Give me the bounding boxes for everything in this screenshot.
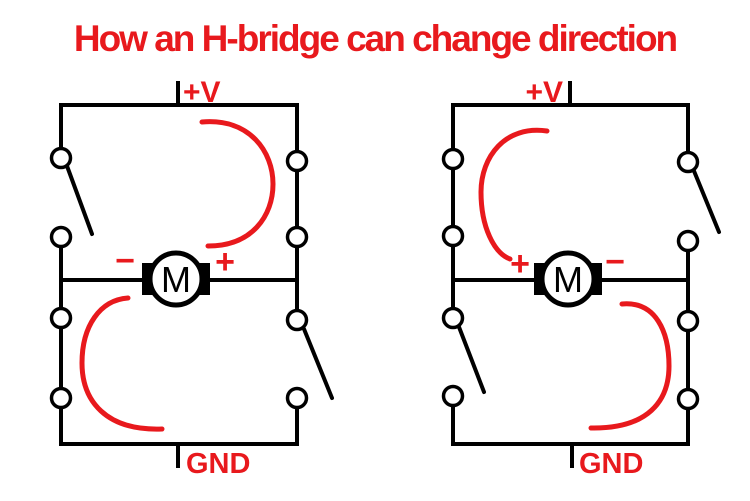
switch-contact [676, 229, 700, 253]
switch-contact [441, 224, 465, 248]
switch-contact [285, 149, 309, 173]
switch-blade-open [692, 169, 721, 234]
switch-contact [441, 384, 465, 408]
switch-contact [49, 386, 73, 410]
motor-label: M [161, 259, 191, 300]
switch-contact [285, 386, 309, 410]
switch-contact [441, 306, 465, 330]
supply-label: +V [525, 76, 563, 109]
motor: M [142, 250, 210, 308]
motor-negative-label: − [115, 242, 135, 280]
switch-contact [49, 225, 73, 249]
current-direction-arc [79, 295, 165, 432]
left-circuit: M +V GND − + [49, 76, 334, 480]
current-direction-arc [199, 119, 276, 249]
motor-body [147, 250, 205, 308]
switch-contact [676, 387, 700, 411]
current-direction-arc [588, 301, 672, 431]
switch-blade-open [302, 327, 334, 400]
motor-negative-label: − [605, 243, 625, 281]
motor: M [534, 250, 602, 308]
switch-contact [441, 147, 465, 171]
motor-body [539, 250, 597, 308]
switch-blade-open [65, 164, 94, 236]
motor-label: M [553, 259, 583, 300]
page-title: How an H-bridge can change direction [73, 18, 678, 59]
switch-contact [49, 306, 73, 330]
right-circuit: M +V GND + − [441, 76, 721, 480]
switch-contact [49, 146, 73, 170]
switch-contact [285, 225, 309, 249]
motor-positive-label: + [510, 245, 530, 283]
supply-label: +V [183, 76, 221, 109]
switch-contact [676, 150, 700, 174]
switch-contact [285, 308, 309, 332]
switch-blade-open [457, 325, 486, 394]
ground-label: GND [579, 448, 643, 480]
switch-contact [676, 309, 700, 333]
motor-positive-label: + [215, 243, 235, 281]
current-direction-arc [478, 127, 550, 262]
ground-label: GND [186, 448, 250, 480]
